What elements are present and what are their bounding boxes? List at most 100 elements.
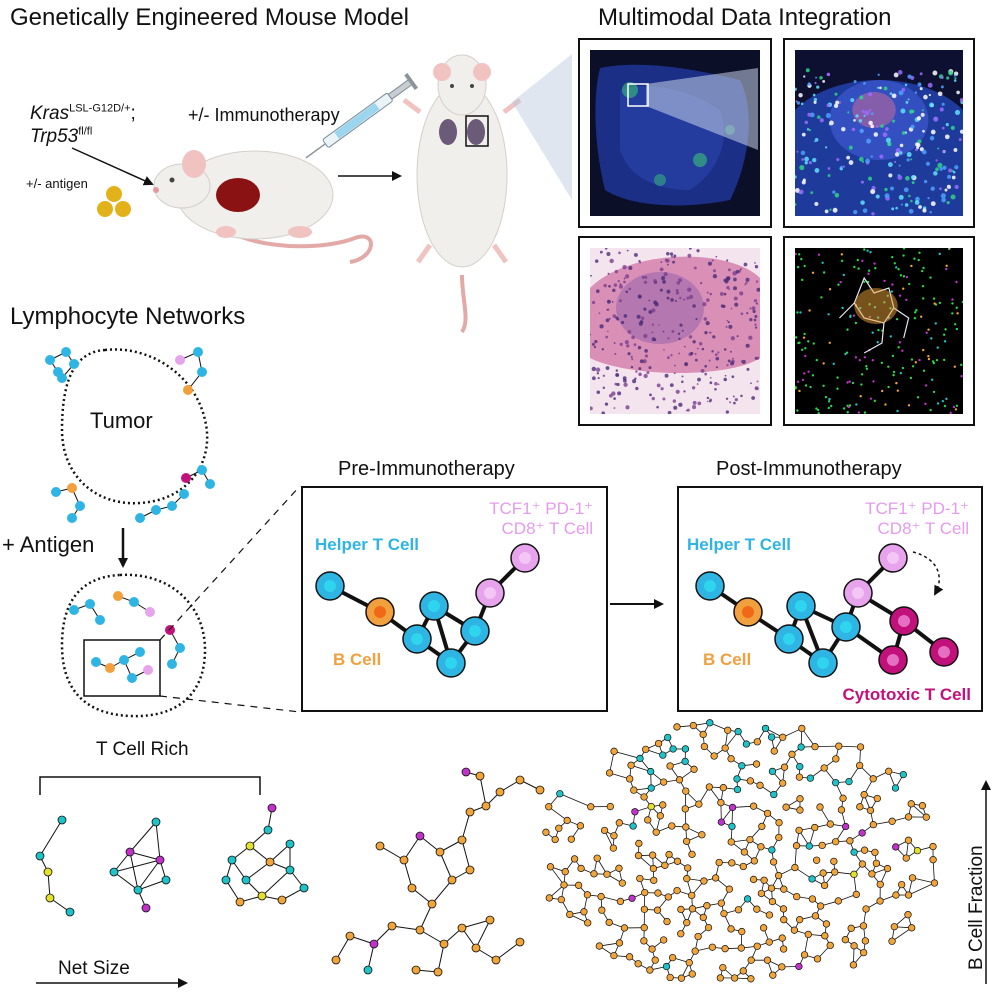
he-nucleus-dot — [643, 333, 648, 339]
post-transition-arrow — [912, 551, 944, 596]
kras-genotype: KrasLSL-G12D/+; — [30, 102, 136, 124]
if-cell-dot — [898, 90, 904, 96]
network-node — [640, 905, 649, 914]
overlay-cell-dot — [941, 399, 945, 403]
network-node — [796, 762, 804, 771]
overlay-cell-dot — [815, 358, 818, 362]
network-node — [780, 763, 789, 771]
post-immunotherapy-panel: TCF1⁺ PD-1⁺ CD8⁺ T Cell Helper T Cell B … — [677, 486, 983, 712]
if-cell-dot — [911, 109, 915, 114]
overlay-cell-dot — [857, 267, 860, 270]
he-nucleus-dot — [696, 347, 699, 350]
if-cell-dot — [895, 148, 901, 154]
if-cell-dot — [803, 75, 806, 78]
network-node — [860, 846, 869, 854]
if-cell-dot — [870, 155, 874, 158]
if-cell-dot — [946, 76, 950, 80]
network-node — [647, 802, 655, 811]
overlay-cell-dot — [895, 317, 899, 321]
network-node — [595, 942, 603, 950]
he-nucleus-dot — [606, 252, 611, 257]
overlay-cell-dot — [922, 266, 925, 270]
network-node — [918, 802, 927, 810]
if-cell-dot — [853, 80, 857, 84]
he-nucleus-dot — [666, 296, 670, 300]
overlay-cell-dot — [862, 280, 866, 284]
he-nucleus-dot — [623, 277, 626, 280]
overlay-cell-dot — [916, 396, 920, 399]
he-nucleus-dot — [642, 359, 647, 364]
network-node — [682, 787, 690, 795]
if-cell-dot — [930, 129, 936, 135]
network-node — [850, 870, 858, 878]
he-nucleus-dot — [615, 373, 620, 377]
network-node — [719, 784, 728, 792]
if-cell-dot — [940, 193, 946, 199]
he-nucleus-dot — [651, 396, 655, 401]
network-node — [734, 906, 743, 914]
network-node — [560, 881, 568, 889]
he-nucleus-dot — [752, 309, 756, 314]
network-node — [821, 932, 829, 940]
zoom-box — [83, 639, 161, 697]
network-node — [779, 733, 787, 741]
if-cell-dot — [795, 175, 797, 179]
overlay-cell-dot — [951, 302, 954, 305]
he-nucleus-dot — [714, 387, 717, 391]
overlay-cell-dot — [943, 404, 947, 408]
he-nucleus-dot — [734, 398, 738, 402]
he-nucleus-dot — [615, 316, 619, 320]
he-nucleus-dot — [698, 342, 703, 346]
he-nucleus-dot — [663, 272, 668, 277]
overlay-cell-dot — [872, 380, 875, 383]
network-node — [902, 854, 910, 862]
if-cell-dot — [905, 100, 909, 104]
he-nucleus-dot — [667, 263, 669, 266]
overlay-cell-dot — [847, 405, 850, 409]
if-cell-dot — [898, 194, 904, 200]
network-node — [839, 794, 847, 802]
network-node — [847, 924, 855, 932]
he-nucleus-dot — [602, 386, 606, 390]
network-node — [856, 803, 864, 811]
network-node — [795, 773, 804, 781]
network-node — [837, 806, 846, 814]
if-cell-dot — [822, 79, 826, 83]
overlay-cell-dot — [811, 374, 815, 377]
if-cell-dot — [824, 209, 829, 214]
overlay-cell-dot — [846, 381, 849, 384]
he-nucleus-dot — [744, 283, 747, 286]
he-nucleus-dot — [613, 407, 616, 409]
network-node — [806, 774, 815, 782]
network-node — [681, 805, 689, 813]
network-node — [888, 937, 896, 945]
network-node — [760, 924, 768, 932]
network-node — [593, 854, 601, 862]
he-nucleus-dot — [596, 372, 600, 375]
network-node — [615, 819, 623, 827]
tumor-boundary — [60, 348, 209, 505]
if-cell-dot — [914, 200, 920, 205]
he-nucleus-dot — [666, 289, 671, 294]
overlay-cell-dot — [808, 309, 811, 312]
if-cell-dot — [944, 134, 950, 140]
network-node — [610, 747, 618, 755]
if-cell-dot — [887, 162, 893, 168]
network-node — [675, 776, 684, 784]
if-cell-dot — [842, 165, 846, 168]
he-nucleus-dot — [605, 366, 610, 370]
he-nucleus-dot — [733, 296, 738, 301]
overlay-cell-dot — [905, 298, 908, 302]
he-nucleus-dot — [727, 268, 731, 272]
overlay-cell-dot — [852, 314, 856, 317]
overlay-cell-dot — [871, 331, 874, 334]
network-node — [620, 924, 629, 932]
if-cell-dot — [951, 169, 954, 173]
he-nucleus-dot — [613, 397, 616, 400]
if-cell-dot — [870, 112, 874, 116]
network-node — [556, 790, 564, 798]
he-nucleus-dot — [635, 386, 639, 391]
network-node — [684, 864, 692, 872]
bottom-network-2 — [109, 817, 171, 913]
he-nucleus-dot — [690, 351, 694, 356]
